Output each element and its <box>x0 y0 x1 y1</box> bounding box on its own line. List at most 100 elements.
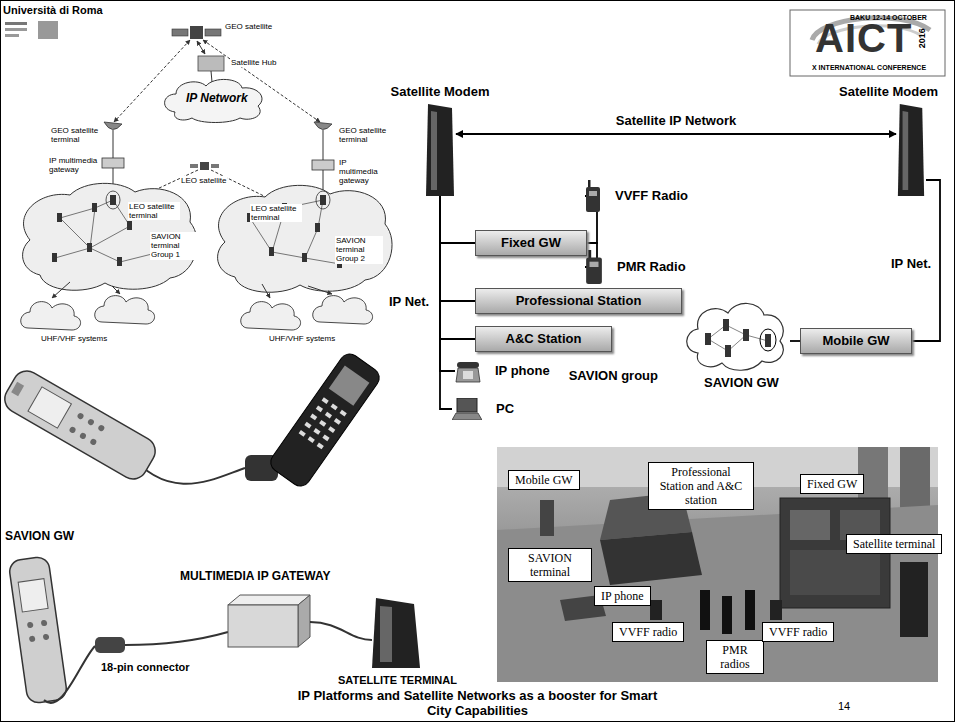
photo-callout: VVFF radio <box>762 622 834 642</box>
university-logo-bars <box>5 34 19 37</box>
network-architecture-illustration <box>197 41 205 54</box>
photo-callout: Professional Station and A&C station <box>648 462 754 510</box>
savion-group-cloud <box>687 303 784 370</box>
network-architecture-illustration <box>308 286 332 294</box>
device-label: 18-pin connector <box>100 661 191 674</box>
figure-label: IP multimedia gateway <box>338 158 386 186</box>
gateway-chain-illustration <box>228 595 310 605</box>
network-architecture-illustration <box>92 203 97 212</box>
slide-caption: IP Platforms and Satellite Networks as a… <box>290 688 665 718</box>
network-architecture-illustration <box>52 195 342 268</box>
savion-terminal-and-sat-phone-illustration <box>317 443 324 450</box>
savion-group-cloud: SAVION groupSAVION GW <box>680 295 790 375</box>
savion-terminal-and-sat-phone-illustration <box>267 350 383 490</box>
pc-icon <box>452 413 482 420</box>
connector <box>440 196 452 409</box>
lab-photo <box>770 600 782 620</box>
satellite-modem <box>431 111 437 190</box>
network-label: IP Net. <box>388 295 430 310</box>
gateway-box: Fixed GW <box>475 230 587 256</box>
connector-label: IP Net. <box>888 256 934 272</box>
connector-label: Satellite IP Network <box>613 113 739 129</box>
device-label: SATELLITE TERMINAL <box>338 674 457 687</box>
network-architecture-illustration <box>106 191 120 209</box>
gateway-chain-illustration <box>95 637 125 653</box>
gateway-chain-illustration <box>372 598 420 668</box>
figure-label: IP multimedia gateway <box>48 156 100 174</box>
figure-label: UHF/VHF systems <box>40 334 108 343</box>
callout-label: SAVION terminal <box>515 551 585 579</box>
gateway-chain-illustration <box>228 605 298 647</box>
figure-label: SAVION terminal Group 1 <box>150 232 198 260</box>
connector <box>440 196 475 339</box>
lab-photo <box>540 500 554 536</box>
savion-terminal-and-sat-phone-illustration <box>299 397 347 449</box>
network-architecture-illustration <box>104 122 122 130</box>
gateway-box: Mobile GW <box>800 328 912 354</box>
gateway-chain-illustration <box>310 622 372 640</box>
university-logo-bars <box>38 21 58 39</box>
network-architecture-illustration <box>205 29 221 36</box>
savion-terminal-and-sat-phone-illustration <box>322 397 329 404</box>
ip-phone-icon: IP phone <box>455 358 481 384</box>
photo-callout: Satellite terminal <box>846 534 942 554</box>
satellite-modem <box>424 104 456 196</box>
network-architecture-illustration <box>165 79 262 122</box>
callout-label: VVFF radio <box>769 625 827 639</box>
ip-phone-icon <box>455 358 481 384</box>
gateway-chain-illustration <box>41 620 48 627</box>
savion-group-cloud <box>680 295 790 375</box>
network-architecture-illustration <box>190 26 203 39</box>
savion-terminal-and-sat-phone-illustration <box>308 436 315 443</box>
savion-group-cloud <box>705 319 771 357</box>
network-architecture-illustration <box>269 247 274 256</box>
pc-icon: PC <box>452 398 482 420</box>
network-architecture-illustration <box>198 56 224 71</box>
network-architecture-illustration <box>312 160 334 170</box>
gateway-chain-illustration <box>43 634 50 641</box>
network-architecture-illustration <box>23 183 197 290</box>
figure-label: GEO satellite terminal <box>50 126 102 144</box>
savion-terminal-and-sat-phone-illustration <box>313 428 320 435</box>
savion-group-cloud <box>705 333 711 345</box>
network-architecture-illustration <box>60 208 95 218</box>
figure-label: Satellite Hub <box>230 58 277 67</box>
radio-icon <box>586 187 600 212</box>
photo-callout: Fixed GW <box>800 474 864 494</box>
aict-logo <box>790 10 945 76</box>
gateway-chain-illustration <box>18 579 48 612</box>
connector <box>456 133 896 135</box>
node-label: Satellite Modem <box>837 84 940 100</box>
savion-terminal-and-sat-phone-illustration <box>87 418 95 426</box>
callout-label: Fixed GW <box>807 477 857 491</box>
lab-photo <box>700 590 710 630</box>
savion-group-cloud <box>746 335 768 341</box>
network-architecture-illustration <box>250 218 272 252</box>
savion-terminal-and-sat-phone-illustration <box>304 422 311 429</box>
savion-terminal-and-sat-phone-illustration <box>11 382 24 396</box>
network-architecture-illustration <box>87 243 92 252</box>
savion-terminal-and-sat-phone-illustration <box>299 430 306 437</box>
logo-text: X INTERNATIONAL CONFERENCE <box>812 64 926 72</box>
lab-photo <box>600 532 702 585</box>
logo-text: 2016 <box>917 28 927 48</box>
photo-callout: Mobile GW <box>508 470 580 490</box>
university-logo-bars <box>5 22 27 25</box>
callout-label: PMR radios <box>713 643 757 671</box>
satellite-modem: Satellite Modem <box>424 104 456 196</box>
institution-name: Università di Roma <box>3 4 103 17</box>
lab-photo <box>745 590 755 630</box>
callout-label: Professional Station and A&C station <box>655 465 747 507</box>
gateway-chain-illustration <box>27 622 34 629</box>
radio-icon <box>589 191 597 196</box>
lab-photo <box>650 600 662 620</box>
node-label: IP phone <box>493 363 552 379</box>
network-architecture-illustration <box>57 213 62 222</box>
savion-terminal-and-sat-phone-illustration <box>97 424 105 432</box>
photo-callout: SAVION terminal <box>508 548 592 582</box>
figure-label: SAVION terminal Group 2 <box>335 236 383 264</box>
university-logo-bars <box>5 28 27 31</box>
savion-terminal-and-sat-phone-illustration <box>310 414 317 421</box>
ip-phone-icon <box>456 368 480 382</box>
